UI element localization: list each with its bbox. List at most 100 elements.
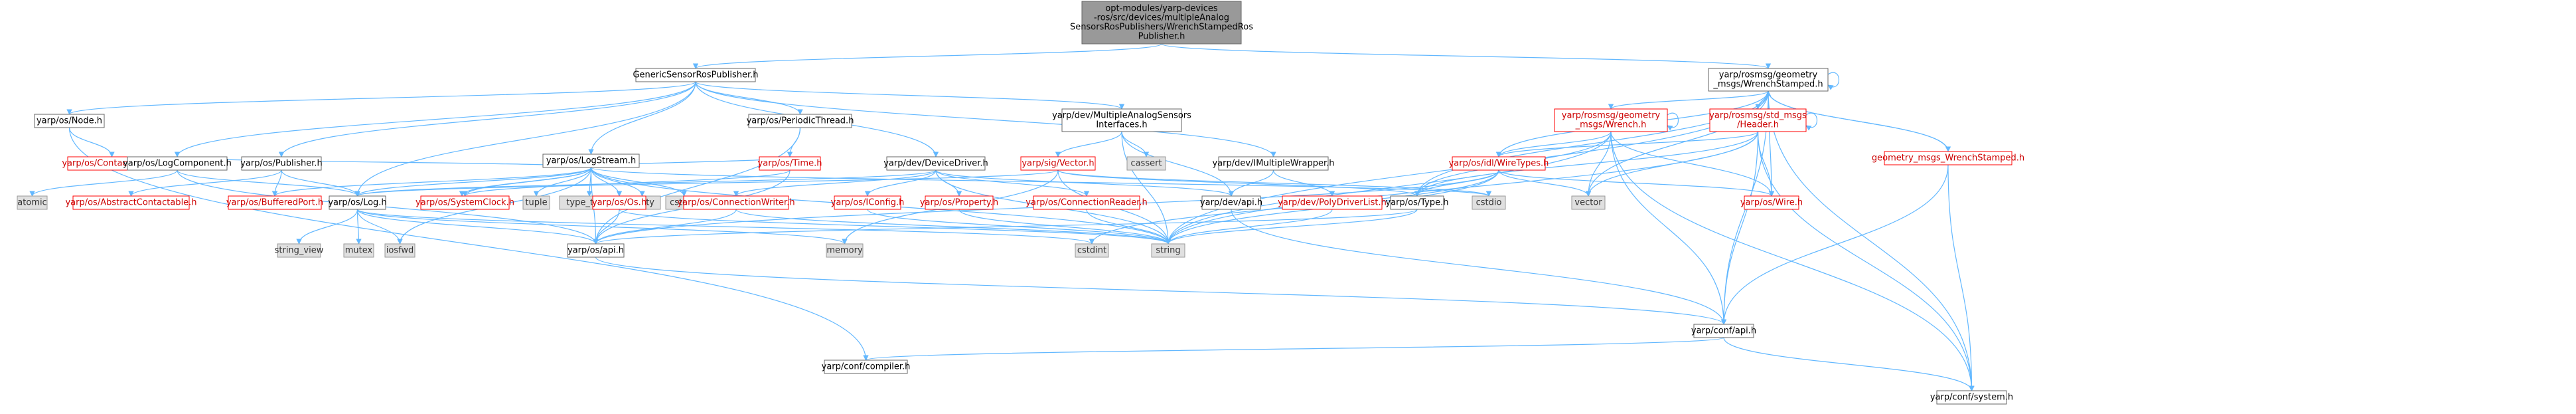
- node-mutex[interactable]: mutex: [343, 243, 374, 258]
- node-compiler[interactable]: yarp/conf/compiler.h: [822, 360, 911, 374]
- node-wire[interactable]: yarp/os/Wire.h: [1740, 195, 1803, 210]
- node-cstdio[interactable]: cstdio: [1472, 195, 1506, 210]
- node-type[interactable]: yarp/os/Type.h: [1386, 195, 1449, 210]
- node-label-os: yarp/os/Os.h: [592, 198, 646, 208]
- node-label-masi: yarp/dev/MultipleAnalogSensors: [1052, 111, 1191, 121]
- node-box-string_view: [277, 243, 321, 258]
- edge-wrench-to-wrench: [1667, 112, 1679, 131]
- edge-type-to-osapi: [593, 209, 1418, 245]
- node-time[interactable]: yarp/os/Time.h: [758, 156, 822, 171]
- node-system[interactable]: yarp/conf/system.h: [1930, 390, 2013, 405]
- node-tuple[interactable]: tuple: [522, 195, 550, 210]
- edge-logstream-to-os: [590, 167, 623, 197]
- edge-gmws-to-system: [1947, 164, 1975, 391]
- edge-log-to-memory: [356, 209, 848, 245]
- node-confapi[interactable]: yarp/conf/api.h: [1691, 324, 1756, 338]
- edge-node-to-compiler: [68, 127, 869, 361]
- node-atomic[interactable]: atomic: [17, 195, 48, 210]
- edge-wsh-to-type: [1414, 90, 1769, 197]
- edge-wsh-to-system: [1768, 90, 1975, 391]
- node-property[interactable]: yarp/os/Property.h: [920, 195, 998, 210]
- node-cstdint[interactable]: cstdint: [1075, 243, 1109, 258]
- node-gsrp[interactable]: GenericSensorRosPublisher.h: [633, 68, 759, 82]
- node-bufferedport[interactable]: yarp/os/BufferedPort.h: [226, 195, 323, 210]
- node-sigvector[interactable]: yarp/sig/Vector.h: [1020, 156, 1096, 171]
- node-abstractcontactable[interactable]: yarp/os/AbstractContactable.h: [65, 195, 197, 210]
- node-polydriverlist[interactable]: yarp/dev/PolyDriverList.h: [1278, 195, 1387, 210]
- node-box-gmws: [1884, 151, 2012, 165]
- node-box-logstream: [542, 154, 640, 168]
- node-masi[interactable]: yarp/dev/MultipleAnalogSensorsInterfaces…: [1052, 108, 1191, 132]
- edge-wiretypes-to-vector: [1498, 169, 1592, 197]
- node-label-gmws: geometry_msgs_WrenchStamped.h: [1872, 154, 2024, 163]
- edge-logstream-to-utility: [590, 167, 645, 197]
- node-memory[interactable]: memory: [826, 243, 864, 258]
- node-label-osapi: yarp/os/api.h: [568, 246, 624, 256]
- node-systemclock[interactable]: yarp/os/SystemClock.h: [416, 195, 514, 210]
- node-string[interactable]: string: [1151, 243, 1185, 258]
- node-box-vector: [1571, 195, 1606, 210]
- node-label-wire: yarp/os/Wire.h: [1740, 198, 1803, 208]
- node-label-devapi: yarp/dev/api.h: [1200, 198, 1262, 208]
- edge-gsrp-to-masi: [695, 81, 1124, 110]
- node-box-wire: [1744, 195, 1799, 210]
- node-label-logcomp: yarp/os/LogComponent.h: [123, 159, 232, 169]
- edge-time-to-systemclock: [462, 169, 791, 197]
- node-node[interactable]: yarp/os/Node.h: [34, 114, 105, 128]
- edge-logcomp-to-atomic: [29, 169, 178, 197]
- edge-gsrp-to-periodic: [695, 81, 803, 115]
- node-label-wrench: yarp/rosmsg/geometry: [1562, 111, 1661, 121]
- edge-publisher-to-abstractcontactable: [128, 169, 282, 197]
- node-logcomp[interactable]: yarp/os/LogComponent.h: [123, 156, 232, 171]
- node-devapi[interactable]: yarp/dev/api.h: [1200, 195, 1262, 210]
- node-box-string: [1151, 243, 1185, 258]
- node-wiretypes[interactable]: yarp/os/idl/WireTypes.h: [1449, 156, 1549, 171]
- node-connreader[interactable]: yarp/os/ConnectionReader.h: [1025, 195, 1148, 210]
- edge-mwrap-to-polydriverlist: [1272, 169, 1335, 197]
- edge-sigvector-to-type: [1057, 169, 1420, 197]
- node-osapi[interactable]: yarp/os/api.h: [567, 243, 625, 258]
- node-root[interactable]: opt-modules/yarp-devices-ros/src/devices…: [1070, 1, 1253, 45]
- node-header[interactable]: yarp/rosmsg/std_msgs/Header.h: [1709, 108, 1807, 132]
- node-box-type: [1390, 195, 1444, 210]
- node-os[interactable]: yarp/os/Os.h: [592, 195, 646, 210]
- node-log[interactable]: yarp/os/Log.h: [328, 195, 387, 210]
- edge-masi-to-sigvector: [1055, 131, 1122, 157]
- edge-logstream-to-bufferedport: [271, 167, 592, 197]
- node-wrench[interactable]: yarp/rosmsg/geometry_msgs/Wrench.h: [1554, 108, 1668, 132]
- edge-node-to-contactables: [68, 127, 115, 157]
- edge-publisher-to-bufferedport: [271, 169, 282, 197]
- node-logstream[interactable]: yarp/os/LogStream.h: [542, 154, 640, 168]
- node-label-publisher: yarp/os/Publisher.h: [240, 159, 323, 169]
- node-string_view[interactable]: string_view: [275, 243, 324, 258]
- node-box-abstractcontactable: [72, 195, 190, 210]
- node-label-atomic: atomic: [17, 198, 46, 208]
- node-box-gsrp: [635, 68, 756, 82]
- edge-wsh-to-wsh: [1827, 72, 1840, 90]
- node-box-wrench: [1554, 108, 1668, 132]
- node-cassert[interactable]: cassert: [1126, 156, 1166, 171]
- edge-masi-to-devapi: [1121, 131, 1235, 197]
- node-vector[interactable]: vector: [1571, 195, 1606, 210]
- node-mwrap[interactable]: yarp/dev/IMultipleWrapper.h: [1212, 156, 1335, 171]
- edge-property-to-string: [958, 209, 1172, 245]
- edge-wiretypes-to-wire: [1498, 169, 1775, 197]
- node-iosfwd[interactable]: iosfwd: [384, 243, 416, 258]
- edge-masi-to-string: [1121, 131, 1172, 245]
- node-label-wrench: _msgs/Wrench.h: [1575, 120, 1647, 130]
- node-wsh[interactable]: yarp/rosmsg/geometry_msgs/WrenchStamped.…: [1708, 68, 1829, 92]
- node-connwriter[interactable]: yarp/os/ConnectionWriter.h: [677, 195, 795, 210]
- node-periodic[interactable]: yarp/os/PeriodicThread.h: [747, 114, 854, 128]
- edge-logstream-to-cstdio: [590, 167, 1491, 197]
- node-devdriver[interactable]: yarp/dev/DeviceDriver.h: [883, 156, 988, 171]
- node-iconfig[interactable]: yarp/os/IConfig.h: [831, 195, 905, 210]
- node-publisher[interactable]: yarp/os/Publisher.h: [240, 156, 323, 171]
- node-label-header: yarp/rosmsg/std_msgs: [1709, 111, 1807, 121]
- node-label-systemclock: yarp/os/SystemClock.h: [416, 198, 514, 208]
- edge-osapi-to-confapi: [595, 257, 1726, 325]
- node-gmws[interactable]: geometry_msgs_WrenchStamped.h: [1872, 151, 2024, 165]
- node-label-iconfig: yarp/os/IConfig.h: [831, 198, 905, 208]
- node-label-tuple: tuple: [525, 198, 547, 208]
- nodes: opt-modules/yarp-devices-ros/src/devices…: [17, 1, 2024, 405]
- edge-gmws-to-wsh: [1765, 90, 1949, 152]
